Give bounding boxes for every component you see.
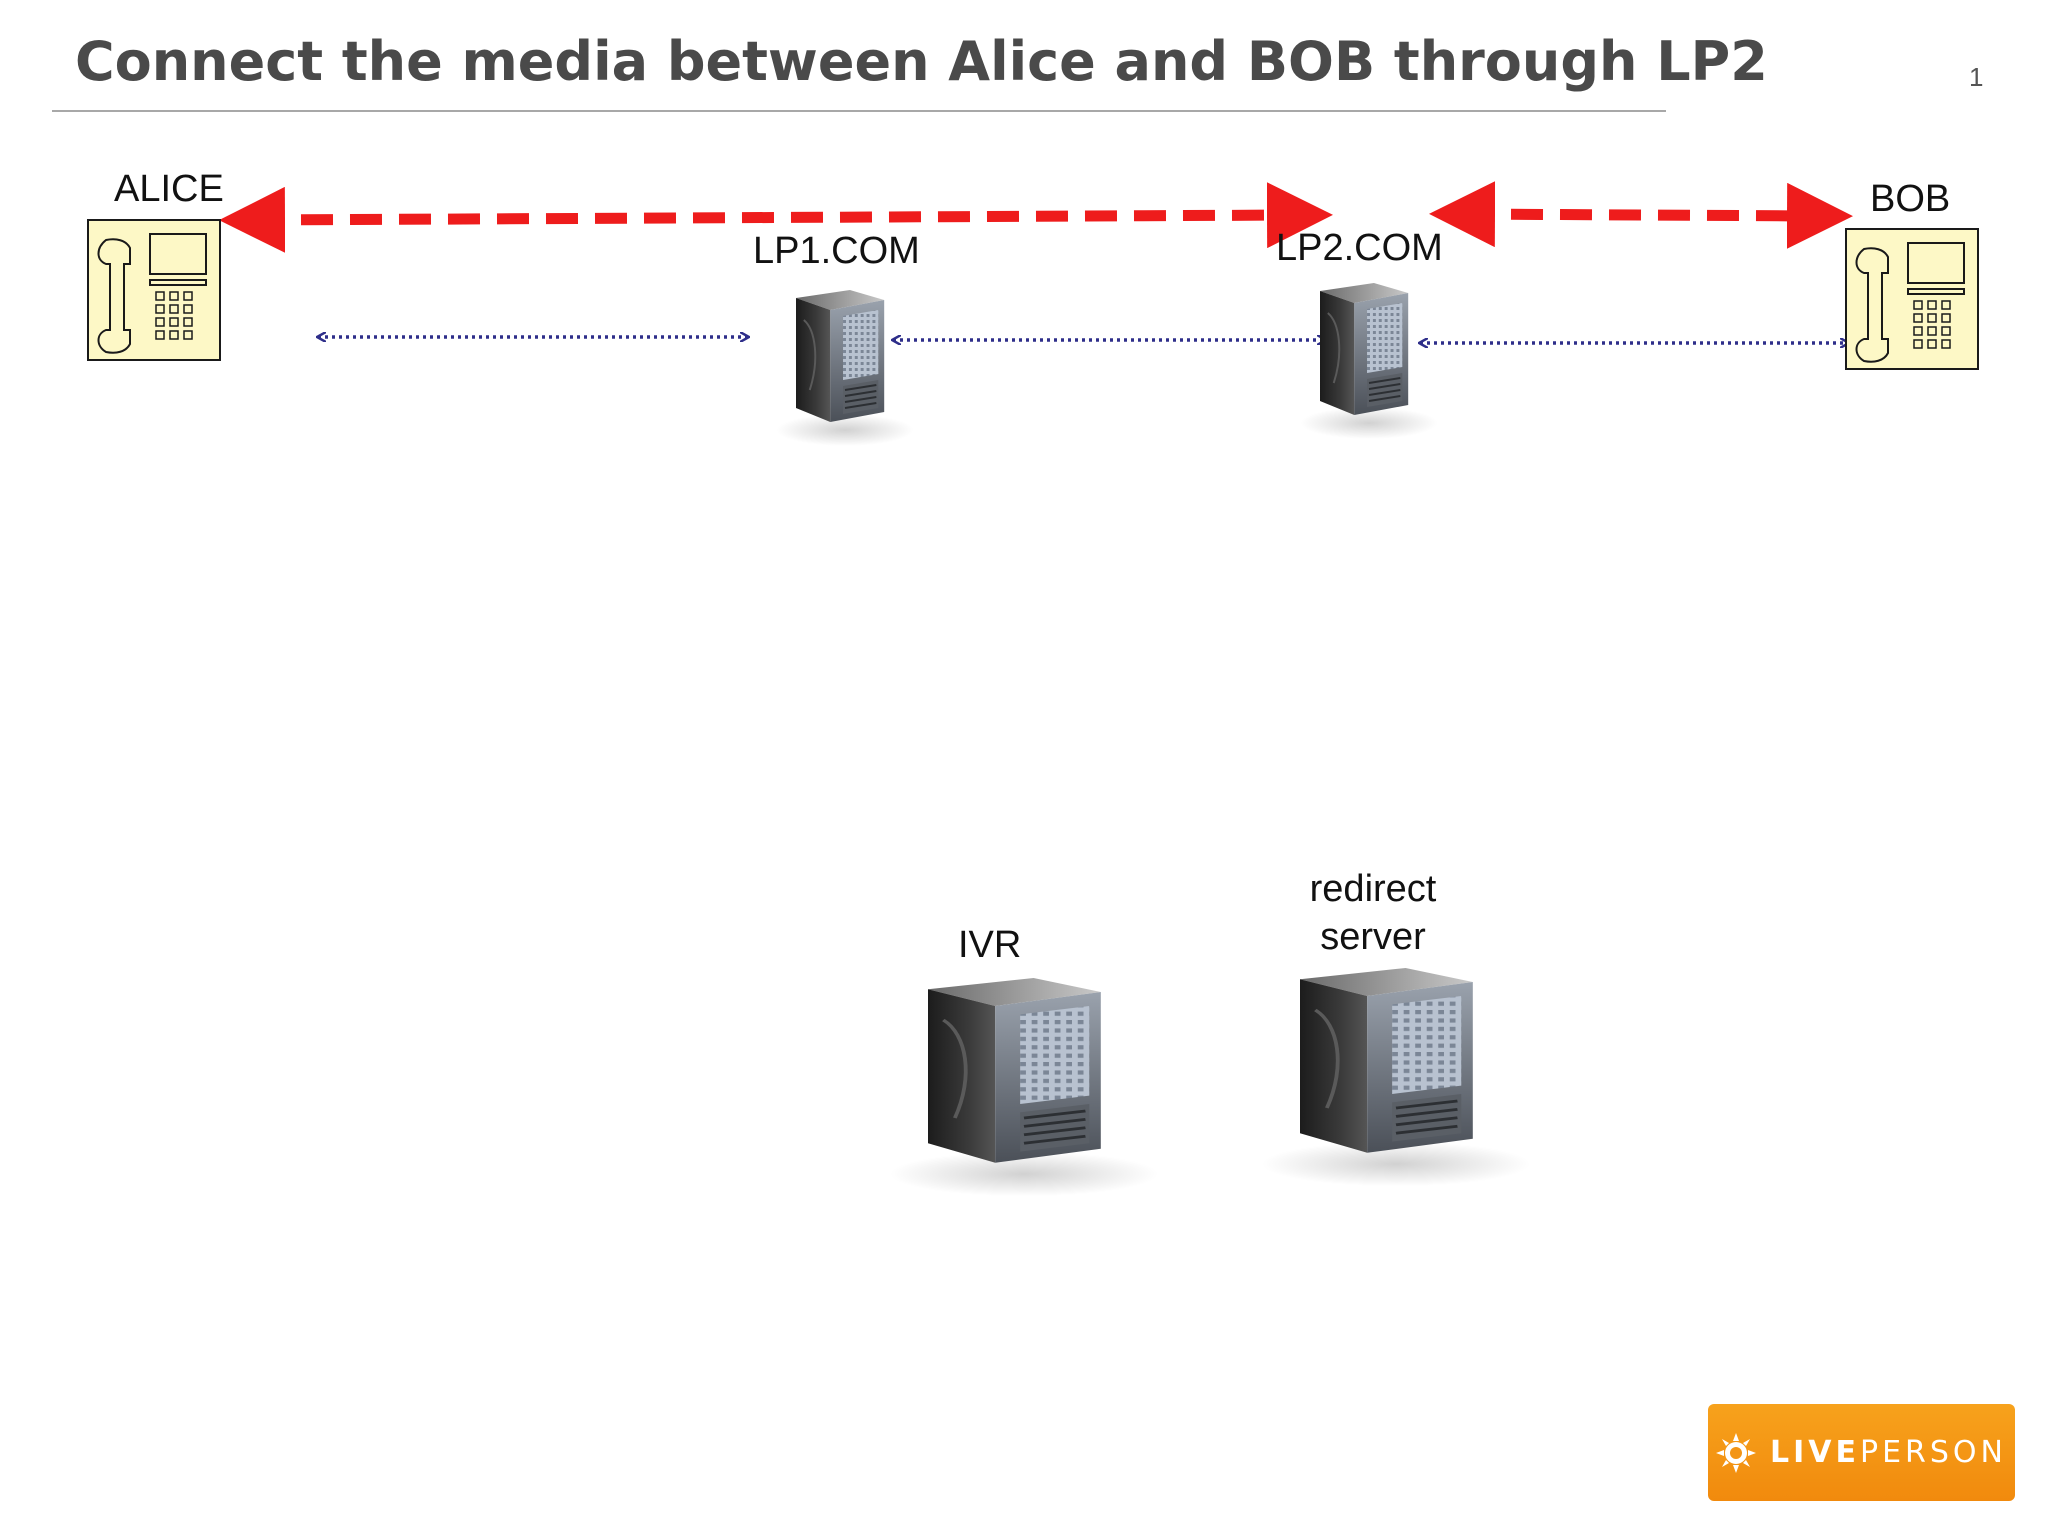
lp1-server-icon <box>775 289 915 447</box>
media-arrow-alice-lp2 <box>219 182 1333 253</box>
redirect-server-label: redirect server <box>1300 866 1446 961</box>
redirect-label-line1: redirect <box>1309 868 1437 910</box>
slide-title: Connect the media between Alice and BOB … <box>75 30 1768 93</box>
redirect-label-line2: server <box>1320 915 1426 958</box>
alice-phone-icon <box>87 219 221 361</box>
redirect-server-icon <box>1259 966 1533 1189</box>
sun-icon <box>1716 1432 1756 1473</box>
liveperson-logo: LIVEPERSON <box>1708 1404 2015 1501</box>
title-divider <box>52 110 1666 112</box>
ivr-server-icon <box>887 976 1161 1199</box>
alice-label: ALICE <box>114 168 224 210</box>
lp2-server-icon <box>1299 282 1439 440</box>
page-number: 1 <box>1969 62 1984 92</box>
lp1-label: LP1.COM <box>753 230 920 272</box>
bob-label: BOB <box>1870 178 1951 220</box>
media-arrow-lp2-bob <box>1429 181 1853 249</box>
logo-wordmark: LIVEPERSON <box>1770 1435 2007 1470</box>
ivr-label: IVR <box>958 924 1022 966</box>
bob-phone-icon <box>1845 228 1979 370</box>
lp2-label: LP2.COM <box>1276 227 1443 269</box>
